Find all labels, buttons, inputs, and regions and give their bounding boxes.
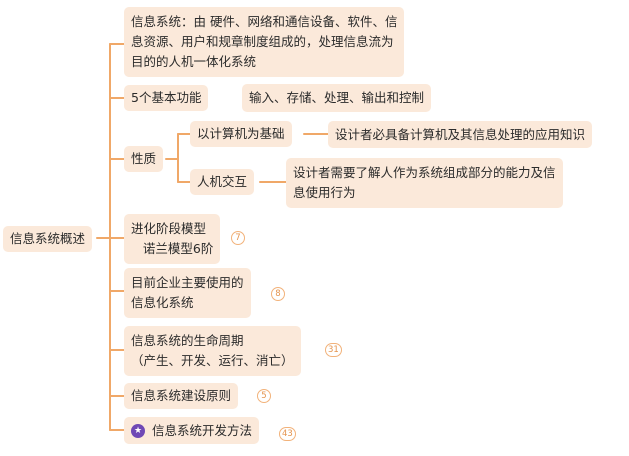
nature-child-human-machine-label: 人机交互 bbox=[197, 174, 248, 189]
nature-detail-human-machine[interactable]: 设计者需要了解人作为系统组成部分的能力及信 息使用行为 bbox=[286, 158, 563, 208]
branch-definition-line-3: 目的的人机一体化系统 bbox=[131, 54, 257, 69]
development-methods-count-badge[interactable]: 43 bbox=[279, 427, 296, 441]
branch-definition-line-1: 信息系统：由 硬件、网络和通信设备、软件、信 bbox=[131, 14, 398, 29]
nature-detail-computer-based-label: 设计者必具备计算机及其信息处理的应用知识 bbox=[335, 127, 586, 142]
branch-development-methods[interactable]: ★ 信息系统开发方法 bbox=[124, 417, 260, 444]
nature-child-computer-based-label: 以计算机为基础 bbox=[197, 126, 285, 141]
branch-functions[interactable]: 5个基本功能 bbox=[124, 85, 209, 111]
branch-enterprise-systems-line-1: 目前企业主要使用的 bbox=[131, 275, 244, 290]
branch-construction-principles-label: 信息系统建设原则 bbox=[131, 388, 232, 403]
nature-child-human-machine[interactable]: 人机交互 bbox=[190, 169, 255, 195]
life-cycle-count-badge[interactable]: 31 bbox=[325, 343, 342, 357]
branch-definition-line-2: 息资源、用户和规章制度组成的，处理信息流为 bbox=[131, 34, 394, 49]
branch-evolution-model[interactable]: 进化阶段模型 诺兰模型6阶 bbox=[124, 214, 221, 264]
nature-detail-human-machine-line-2: 息使用行为 bbox=[293, 185, 356, 200]
branch-definition[interactable]: 信息系统：由 硬件、网络和通信设备、软件、信 息资源、用户和规章制度组成的，处理… bbox=[124, 7, 405, 77]
nature-detail-computer-based[interactable]: 设计者必具备计算机及其信息处理的应用知识 bbox=[328, 121, 593, 148]
branch-enterprise-systems-line-2: 信息化系统 bbox=[131, 295, 194, 310]
construction-principles-count-badge[interactable]: 5 bbox=[257, 389, 271, 403]
branch-enterprise-systems[interactable]: 目前企业主要使用的 信息化系统 bbox=[124, 268, 251, 318]
branch-nature[interactable]: 性质 bbox=[124, 146, 164, 172]
nature-child-computer-based[interactable]: 以计算机为基础 bbox=[190, 121, 292, 147]
branch-life-cycle-line-1: 信息系统的生命周期 bbox=[131, 333, 244, 348]
branch-functions-label: 5个基本功能 bbox=[131, 90, 202, 105]
branch-construction-principles[interactable]: 信息系统建设原则 bbox=[124, 383, 239, 409]
branch-nature-label: 性质 bbox=[131, 151, 157, 166]
branch-evolution-model-line-2: 诺兰模型6阶 bbox=[131, 241, 214, 256]
root-label: 信息系统概述 bbox=[10, 231, 86, 246]
branch-life-cycle[interactable]: 信息系统的生命周期 （产生、开发、运行、消亡） bbox=[124, 326, 301, 376]
root-node[interactable]: 信息系统概述 bbox=[3, 226, 93, 252]
functions-detail-node[interactable]: 输入、存储、处理、输出和控制 bbox=[242, 84, 432, 112]
enterprise-systems-count-badge[interactable]: 8 bbox=[271, 287, 285, 301]
branch-development-methods-label: 信息系统开发方法 bbox=[152, 423, 253, 438]
branch-life-cycle-line-2: （产生、开发、运行、消亡） bbox=[131, 353, 294, 368]
star-icon: ★ bbox=[131, 423, 145, 438]
functions-detail-label: 输入、存储、处理、输出和控制 bbox=[249, 90, 425, 105]
branch-evolution-model-line-1: 进化阶段模型 bbox=[131, 221, 207, 236]
nature-detail-human-machine-line-1: 设计者需要了解人作为系统组成部分的能力及信 bbox=[293, 165, 556, 180]
evolution-model-count-badge[interactable]: 7 bbox=[231, 231, 245, 245]
